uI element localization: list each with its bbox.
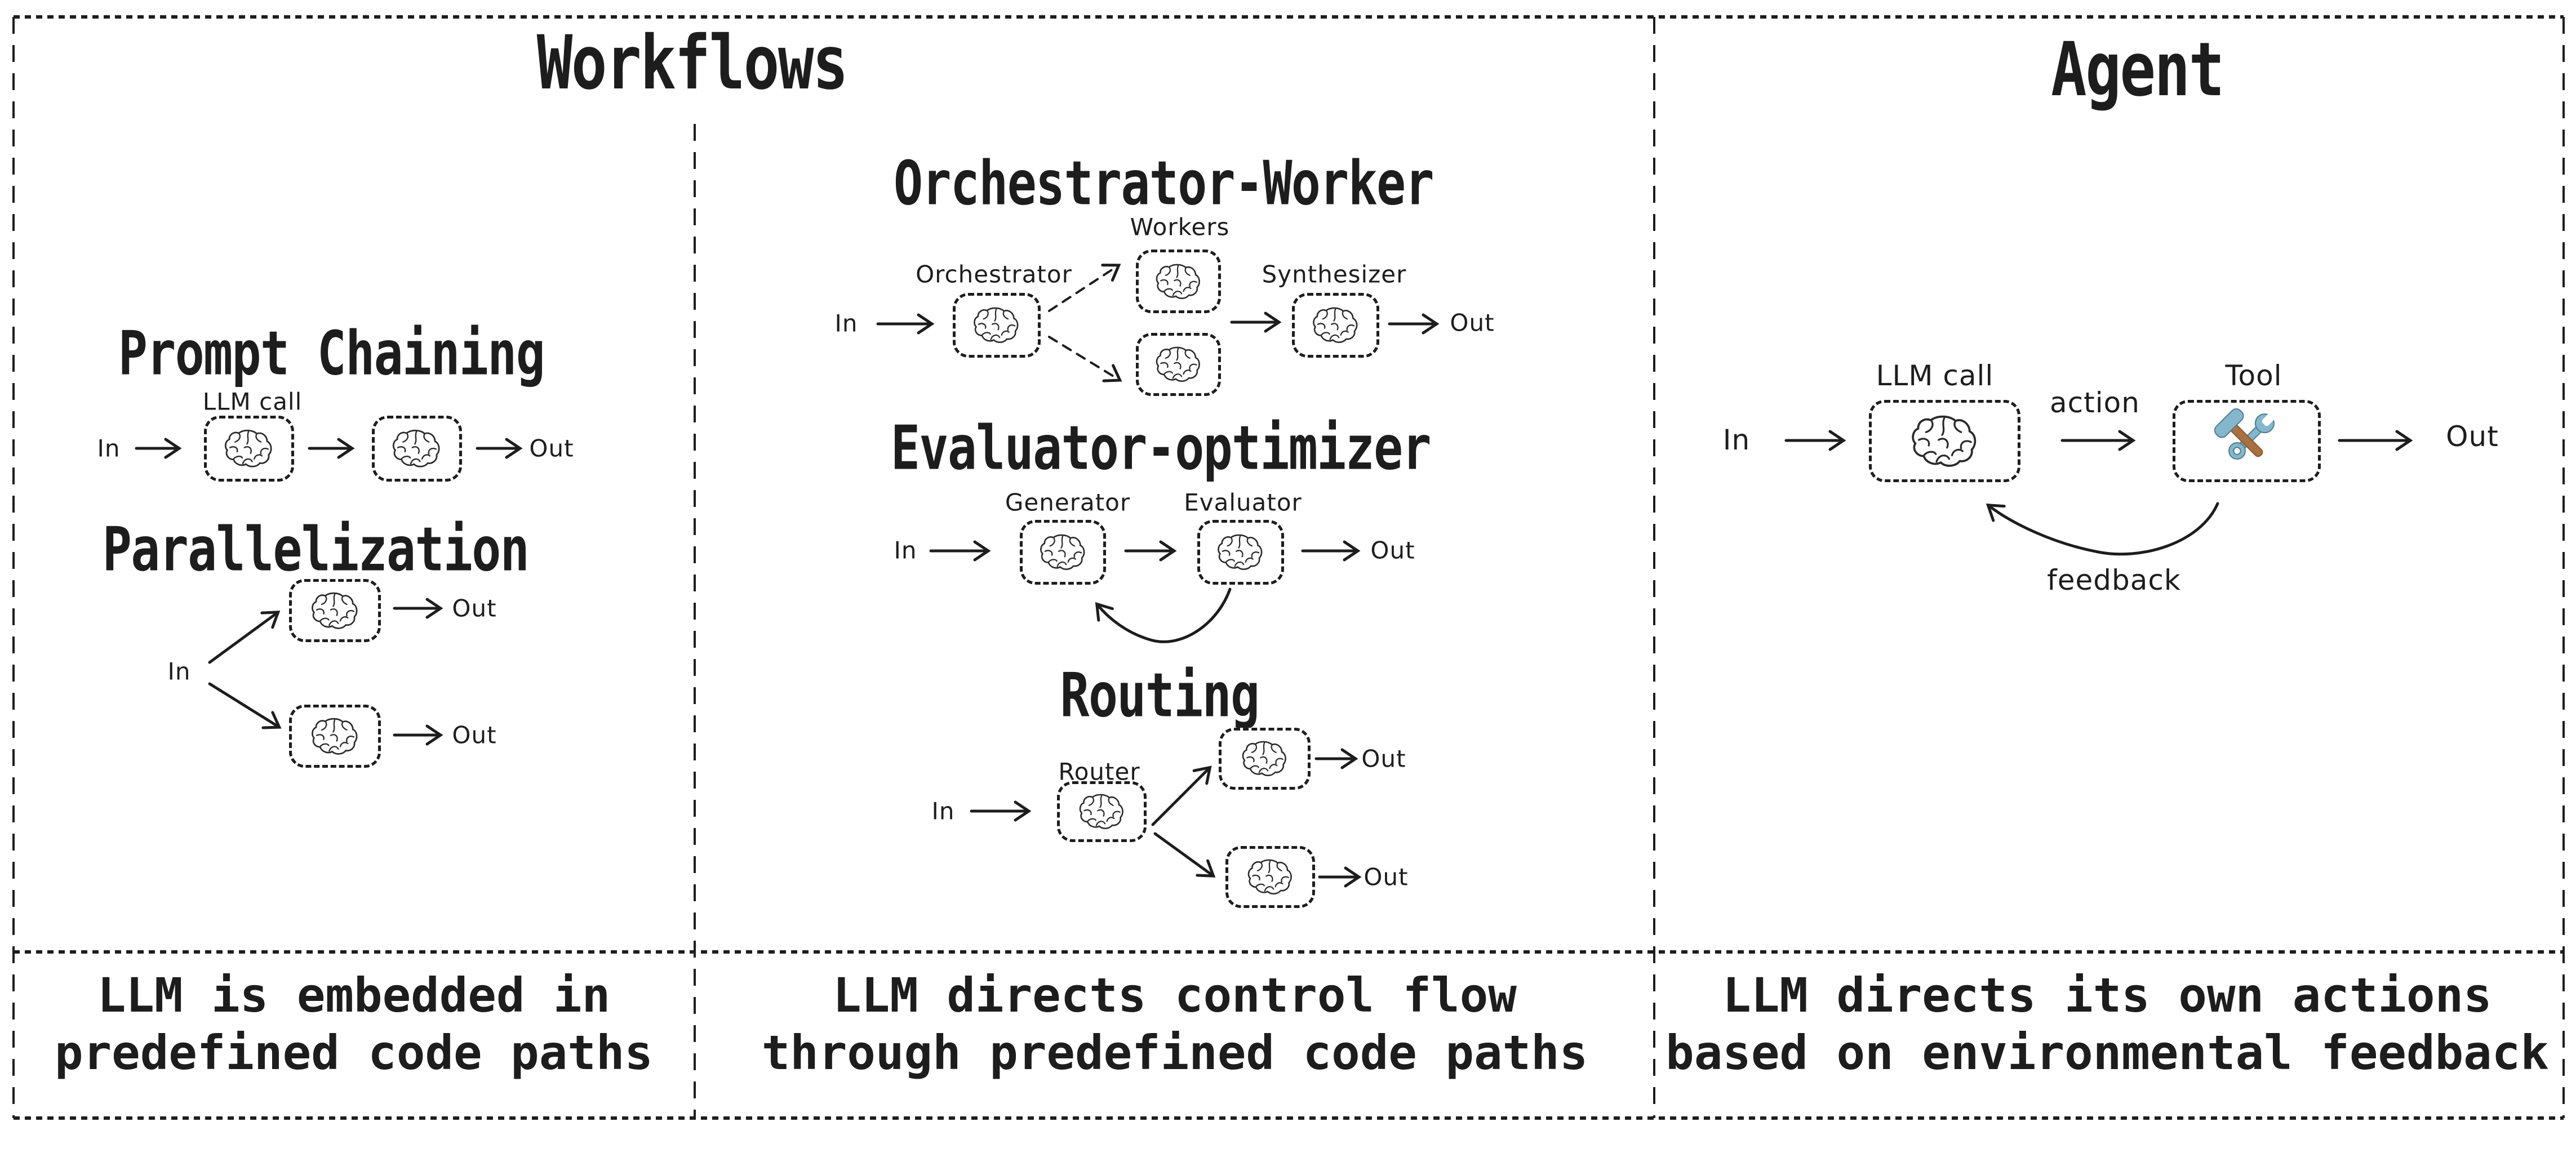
orchestrator-label: Orchestrator <box>916 260 1072 288</box>
brain-icon <box>972 305 1021 346</box>
synthesizer-node <box>1292 293 1379 358</box>
worker-node <box>1136 333 1221 396</box>
in-label: In <box>894 536 917 564</box>
out-label: Out <box>1450 309 1495 337</box>
out-label: Out <box>529 434 574 462</box>
brain-icon <box>1246 857 1295 897</box>
brain-icon <box>1909 412 1980 471</box>
workflows-panel-title: Workflows <box>536 20 849 106</box>
routing-title: Routing <box>1060 660 1260 731</box>
brain-icon <box>1311 305 1361 346</box>
frame-vertical-borders <box>12 17 2565 1118</box>
caption-line: LLM directs its own actions <box>1722 968 2492 1023</box>
in-label: In <box>1722 424 1751 456</box>
tool-label: Tool <box>2225 359 2282 392</box>
llm-call-node <box>372 416 462 482</box>
router-label: Router <box>1058 758 1140 786</box>
brain-icon <box>1216 532 1265 573</box>
action-label: action <box>2050 386 2140 419</box>
hammer-wrench-icon <box>2212 406 2282 476</box>
brain-icon <box>391 427 443 470</box>
llm-call-node <box>289 579 381 642</box>
frame-horizontal-borders <box>14 15 2564 1120</box>
prompt-chaining-title: Prompt Chaining <box>118 318 545 389</box>
caption-line: through predefined code paths <box>761 1025 1588 1081</box>
out-label: Out <box>1370 536 1415 564</box>
llm-call-label: LLM call <box>202 388 303 416</box>
router-node <box>1057 781 1147 842</box>
feedback-label: feedback <box>2047 564 2181 596</box>
out-label: Out <box>2446 420 2499 453</box>
workers-label: Workers <box>1130 213 1230 241</box>
evaluator-node <box>1197 520 1284 585</box>
caption-line: LLM is embedded in <box>97 968 611 1023</box>
llm-call-label: LLM call <box>1876 359 1994 392</box>
parallelization-title: Parallelization <box>102 514 530 585</box>
orchestrator-node <box>953 293 1041 358</box>
brain-icon <box>310 590 361 632</box>
brain-icon <box>1038 532 1088 573</box>
agent-llm-node <box>1869 400 2020 482</box>
caption-workflows-left: LLM is embedded in predefined code paths <box>55 967 653 1082</box>
route-target-node <box>1219 728 1311 790</box>
caption-agent: LLM directs its own actions based on env… <box>1665 967 2549 1082</box>
evaluator-optimizer-title: Evaluator-optimizer <box>891 413 1432 484</box>
out-label: Out <box>1361 745 1406 773</box>
brain-icon <box>1078 791 1126 832</box>
brain-icon <box>310 715 361 758</box>
brain-icon <box>1154 344 1203 385</box>
generator-label: Generator <box>1005 488 1131 517</box>
dispatch-dashed-arrows <box>1048 264 1122 382</box>
orchestrator-worker-title: Orchestrator-Worker <box>894 148 1434 219</box>
agent-tool-node <box>2173 400 2321 482</box>
generator-node <box>1020 520 1106 585</box>
out-label: Out <box>1363 863 1409 891</box>
brain-icon <box>223 427 275 470</box>
synthesizer-label: Synthesizer <box>1262 260 1407 288</box>
route-target-node <box>1225 846 1315 908</box>
feedback-curves <box>1095 502 2219 643</box>
out-label: Out <box>452 721 497 749</box>
llm-call-node <box>204 416 294 482</box>
in-label: In <box>931 797 955 825</box>
caption-line: based on environmental feedback <box>1665 1025 2549 1081</box>
caption-workflows-middle: LLM directs control flow through predefi… <box>762 967 1588 1082</box>
in-label: In <box>167 657 191 685</box>
worker-node <box>1136 250 1221 313</box>
in-label: In <box>834 309 858 337</box>
flow-arrows <box>135 311 2413 888</box>
out-label: Out <box>452 594 497 622</box>
in-label: In <box>97 434 121 462</box>
brain-icon <box>1154 261 1203 302</box>
evaluator-label: Evaluator <box>1184 488 1302 517</box>
caption-line: LLM directs control flow <box>833 968 1517 1023</box>
llm-call-node <box>289 705 381 768</box>
caption-line: predefined code paths <box>54 1025 654 1081</box>
agent-panel-title: Agent <box>2051 26 2224 113</box>
brain-icon <box>1241 738 1289 779</box>
